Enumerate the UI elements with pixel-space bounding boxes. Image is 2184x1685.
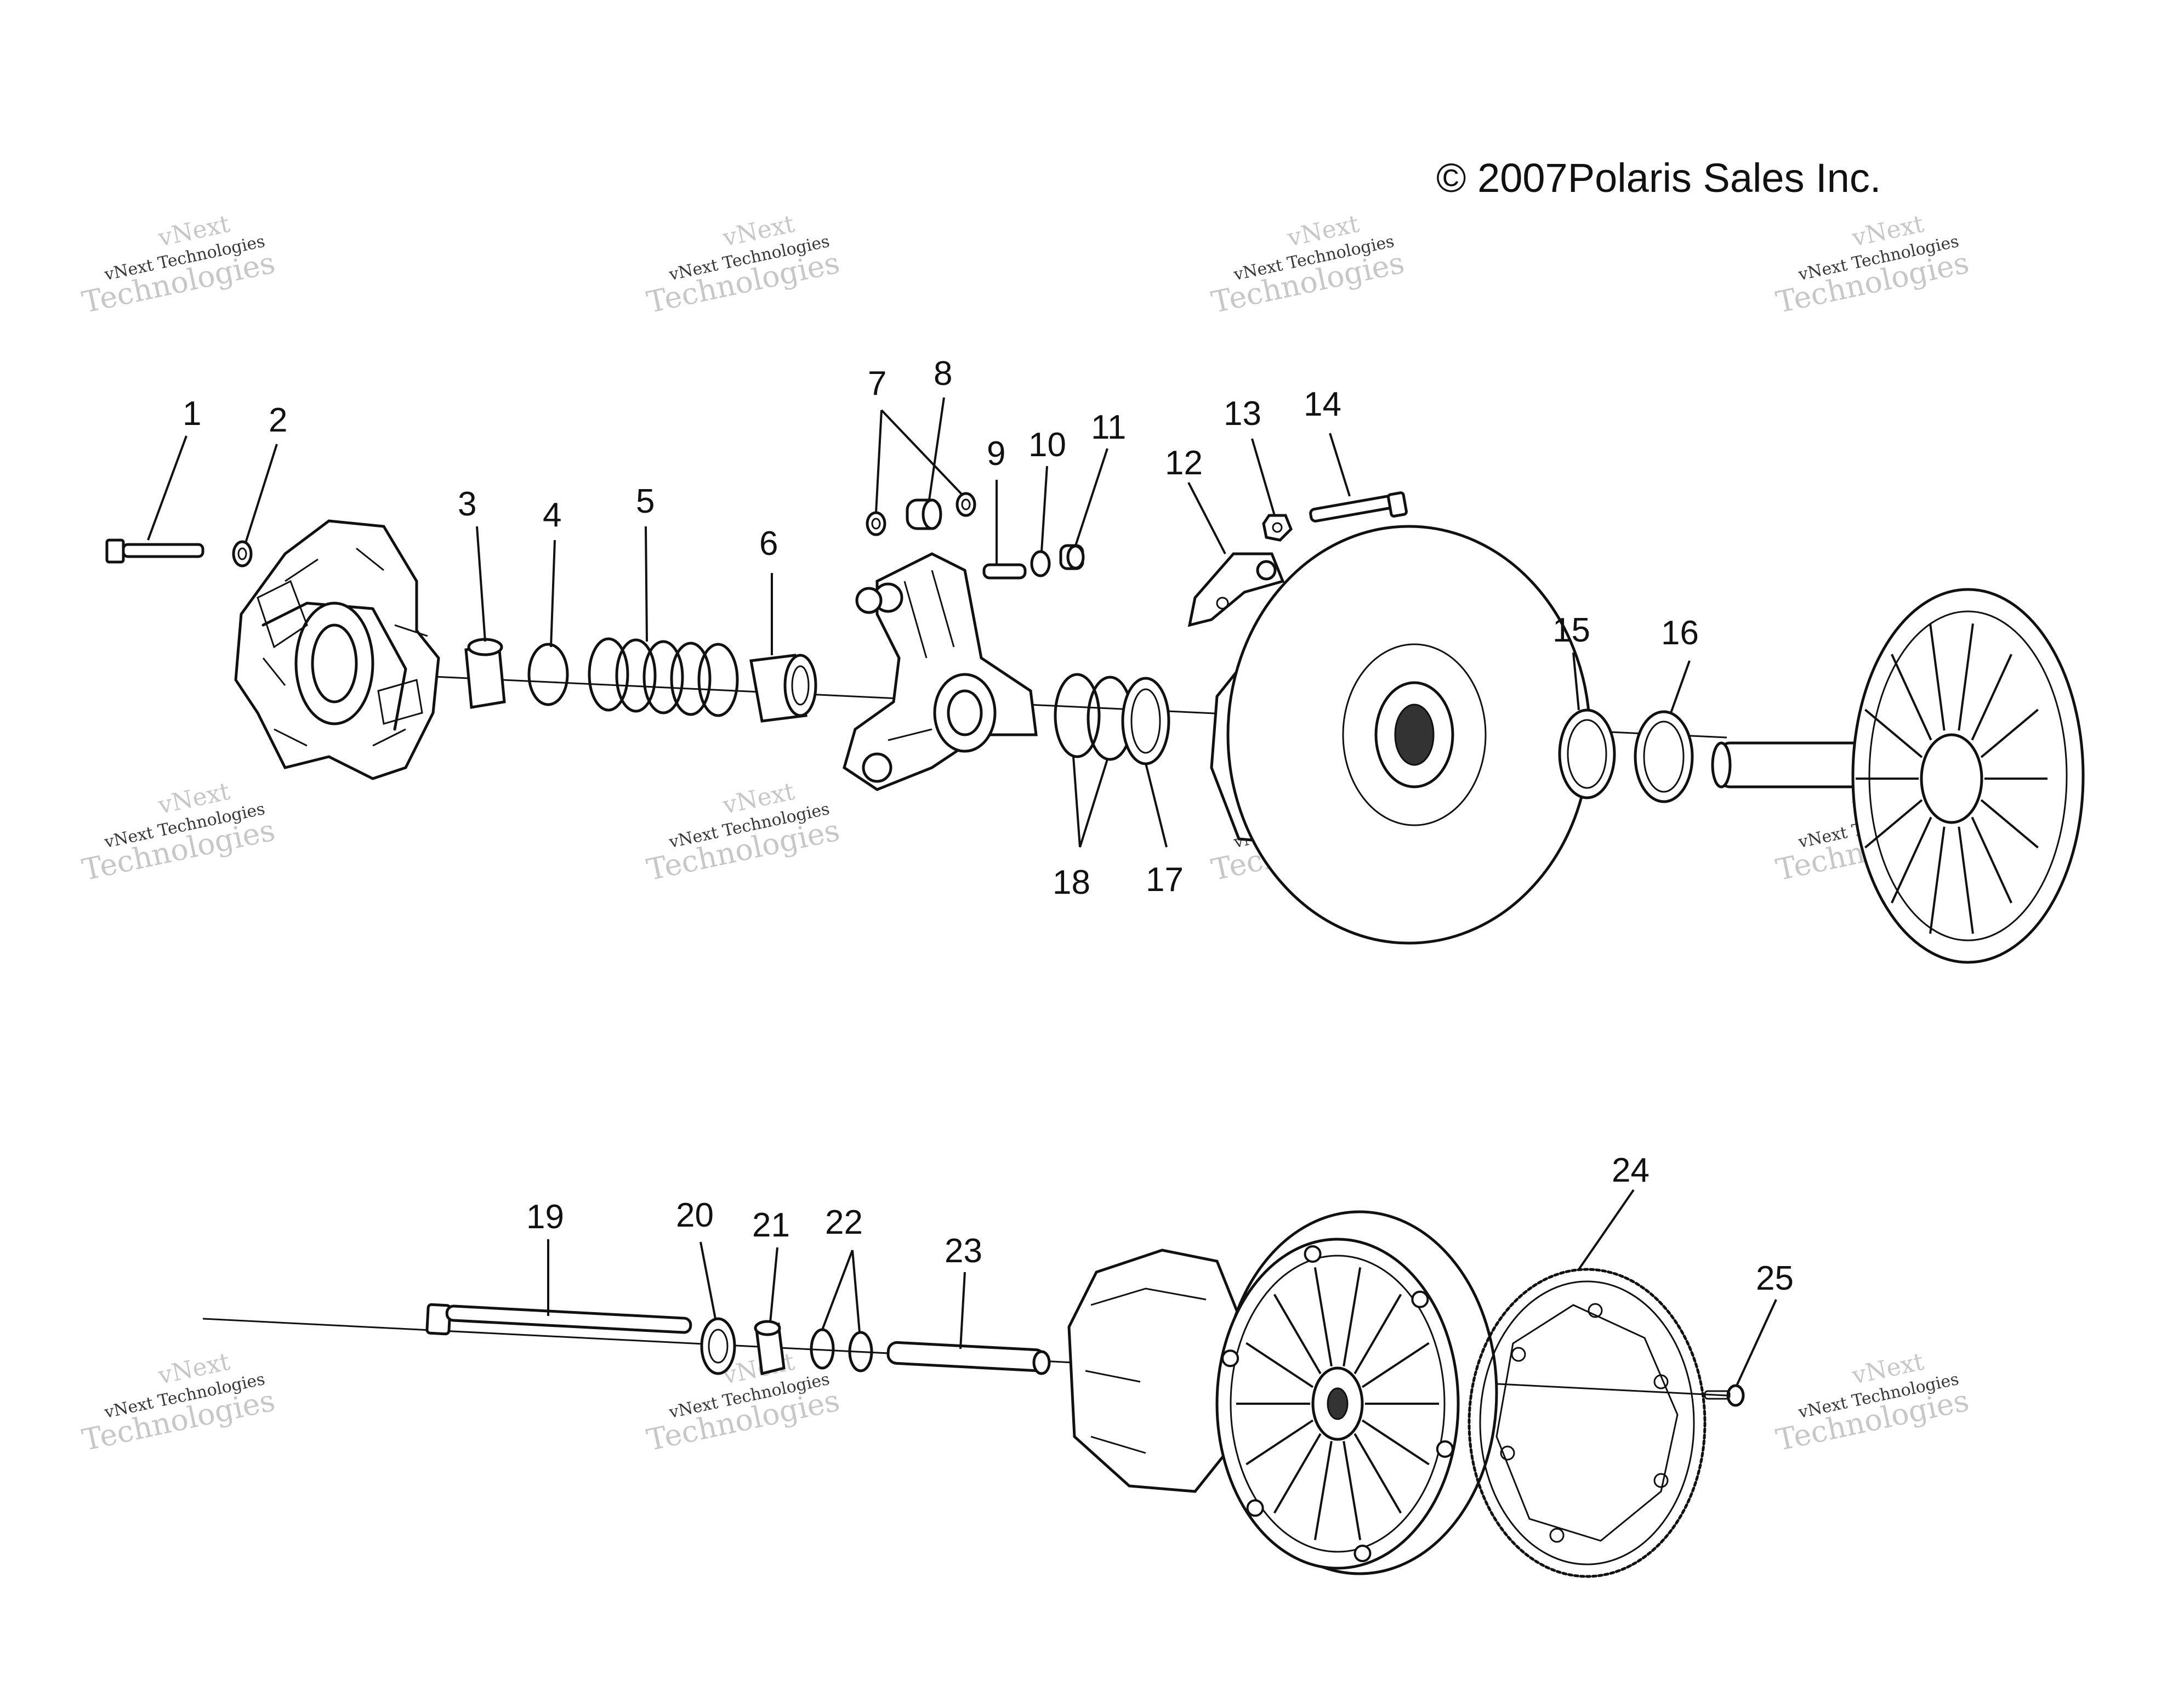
sheave-bolt bbox=[1353, 1545, 1372, 1563]
part-19-long-bolt bbox=[425, 1303, 692, 1336]
sheave-bolt bbox=[1436, 1440, 1454, 1458]
callout-14: 14 bbox=[1304, 385, 1341, 423]
spoke bbox=[1929, 826, 1946, 934]
copyright-text: © 2007Polaris Sales Inc. bbox=[1436, 155, 1881, 201]
spoke bbox=[1891, 654, 1932, 741]
spoke bbox=[1929, 623, 1946, 731]
sheave-bolt bbox=[1246, 1499, 1264, 1517]
part-12-weight bbox=[1187, 552, 1285, 627]
spoke bbox=[1313, 1267, 1333, 1367]
leader-lines bbox=[147, 397, 1777, 1386]
callout-3: 3 bbox=[458, 485, 476, 523]
button-piece bbox=[855, 587, 883, 614]
callout-2: 2 bbox=[269, 401, 287, 439]
part-10-disc bbox=[1030, 550, 1051, 577]
callout-10: 10 bbox=[1028, 426, 1066, 464]
part-25-screw bbox=[1704, 1384, 1745, 1407]
part-16-bushing bbox=[1634, 710, 1694, 803]
callout-25: 25 bbox=[1756, 1260, 1794, 1297]
callout-numbers: 1 2 3 4 5 6 7 8 9 10 11 12 13 14 15 16 1… bbox=[183, 355, 1794, 1297]
spoke bbox=[1980, 708, 2039, 758]
assembled-clutch bbox=[1067, 1210, 1498, 1575]
spoke bbox=[1245, 1419, 1314, 1466]
part-4-ring bbox=[527, 643, 569, 706]
part-9-pin bbox=[982, 563, 1027, 580]
callout-18: 18 bbox=[1053, 864, 1090, 901]
spoke bbox=[1313, 1440, 1333, 1540]
part-2-washer bbox=[232, 540, 253, 568]
sheave-bolt bbox=[1221, 1349, 1239, 1368]
callout-20: 20 bbox=[676, 1196, 714, 1234]
callout-1: 1 bbox=[183, 395, 201, 433]
callout-8: 8 bbox=[934, 355, 952, 393]
spoke bbox=[1353, 1293, 1402, 1375]
callout-7: 7 bbox=[868, 365, 886, 402]
part-24-ring-gear bbox=[1468, 1268, 1707, 1578]
part-3-bushing bbox=[464, 638, 506, 709]
callout-9: 9 bbox=[987, 435, 1005, 473]
part-15-bearing bbox=[1558, 708, 1616, 799]
sheave-bolt bbox=[1304, 1245, 1322, 1263]
callout-24: 24 bbox=[1612, 1151, 1650, 1189]
spoke bbox=[1864, 799, 1923, 849]
part-6-sleeve bbox=[749, 654, 817, 723]
part-5-spring bbox=[588, 637, 739, 717]
part-11-bushing bbox=[1059, 544, 1085, 570]
callout-4: 4 bbox=[543, 496, 561, 534]
spoke bbox=[1971, 654, 2012, 741]
part-1-bolt bbox=[105, 538, 204, 564]
callout-23: 23 bbox=[945, 1232, 982, 1270]
part-21-spacer bbox=[754, 1320, 786, 1376]
callout-19: 19 bbox=[526, 1198, 564, 1236]
part-13-nut bbox=[1262, 514, 1293, 542]
part-7-washers bbox=[866, 492, 976, 536]
spoke bbox=[1245, 1342, 1314, 1388]
sheave-bolt bbox=[1411, 1290, 1429, 1308]
spoke bbox=[1864, 708, 1923, 758]
clutch-cover-spider bbox=[234, 519, 440, 780]
spoke bbox=[1958, 623, 1974, 731]
callout-6: 6 bbox=[759, 525, 778, 563]
callout-13: 13 bbox=[1224, 395, 1261, 433]
movable-sheave bbox=[1210, 525, 1591, 945]
callout-5: 5 bbox=[636, 483, 655, 520]
spoke bbox=[1343, 1440, 1362, 1540]
spoke bbox=[1343, 1267, 1362, 1367]
spoke bbox=[1361, 1342, 1430, 1388]
part-18-rings bbox=[1054, 673, 1134, 761]
spoke bbox=[1958, 826, 1974, 934]
spoke bbox=[1353, 1433, 1402, 1514]
callout-15: 15 bbox=[1552, 611, 1590, 649]
callout-12: 12 bbox=[1165, 444, 1203, 482]
callout-17: 17 bbox=[1146, 861, 1184, 899]
spoke bbox=[1891, 816, 1932, 904]
spoke bbox=[1273, 1293, 1322, 1375]
spider-body bbox=[843, 552, 1038, 791]
part-14-bolt bbox=[1309, 491, 1408, 523]
callout-16: 16 bbox=[1661, 614, 1699, 652]
callout-11: 11 bbox=[1091, 409, 1126, 446]
spoke bbox=[1980, 799, 2039, 849]
spoke bbox=[1273, 1433, 1322, 1514]
part-20-star-washer bbox=[700, 1317, 736, 1375]
spoke bbox=[1361, 1419, 1430, 1466]
part-17-seal bbox=[1121, 677, 1170, 765]
part-23-sleeve-tube bbox=[886, 1341, 1051, 1375]
fixed-sheave-shaft bbox=[1711, 588, 2085, 964]
part-8-roller bbox=[906, 498, 942, 530]
callout-21: 21 bbox=[752, 1206, 790, 1244]
callout-22: 22 bbox=[825, 1204, 863, 1241]
spoke bbox=[1971, 816, 2012, 904]
